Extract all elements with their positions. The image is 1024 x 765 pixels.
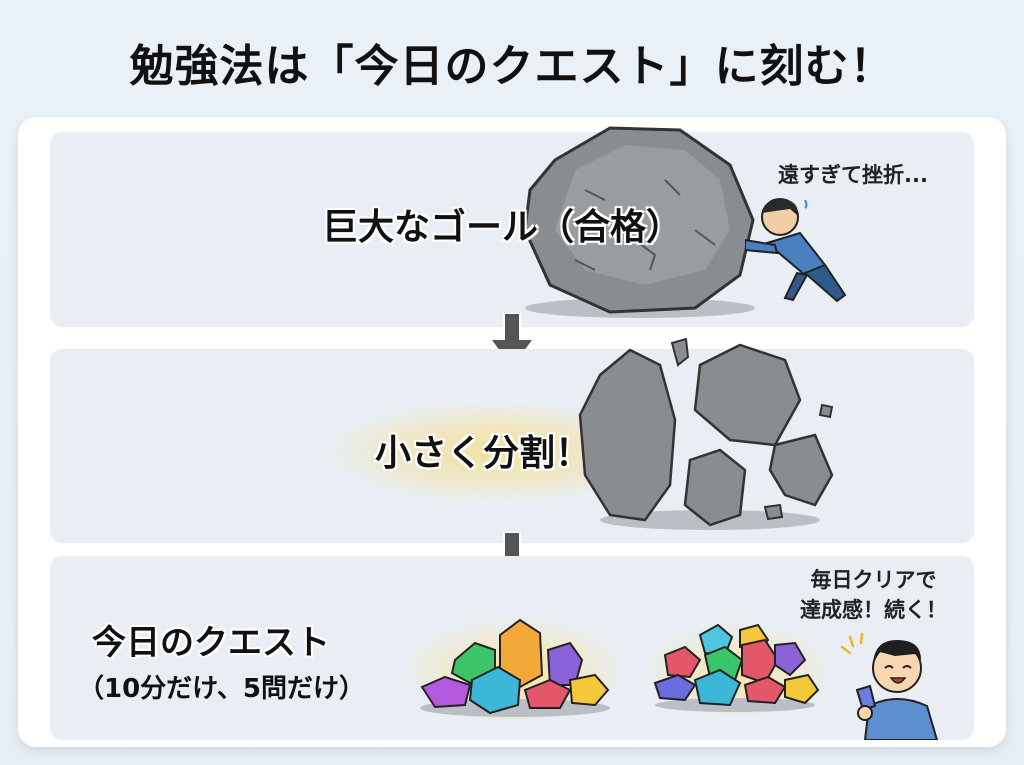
page-title: 勉強法は「今日のクエスト」に刻む！ — [129, 41, 895, 92]
step-panel-goal — [50, 132, 974, 327]
giant-boulder-icon — [523, 126, 755, 318]
happy-person-icon — [840, 632, 939, 740]
step-sublabel-quest: （10分だけ、5問だけ） — [78, 674, 365, 704]
speech-line-1: 毎日クリアで — [810, 568, 937, 592]
step-label-goal: 巨大なゴール（合格） — [322, 207, 683, 248]
gem-pile-icon — [410, 610, 620, 720]
step-label-split: 小さく分割！ — [375, 433, 592, 474]
gem-pile-large-icon — [650, 615, 825, 715]
speech-line-2: 達成感！続く！ — [800, 598, 947, 622]
step-label-quest: 今日のクエスト — [92, 623, 330, 663]
speech-motivated: 毎日クリアで 達成感！続く！ — [800, 565, 947, 625]
struggling-person-icon — [745, 198, 847, 303]
speech-frustrated: 遠すぎて挫折... — [778, 163, 928, 187]
broken-boulder-icon — [578, 337, 834, 530]
